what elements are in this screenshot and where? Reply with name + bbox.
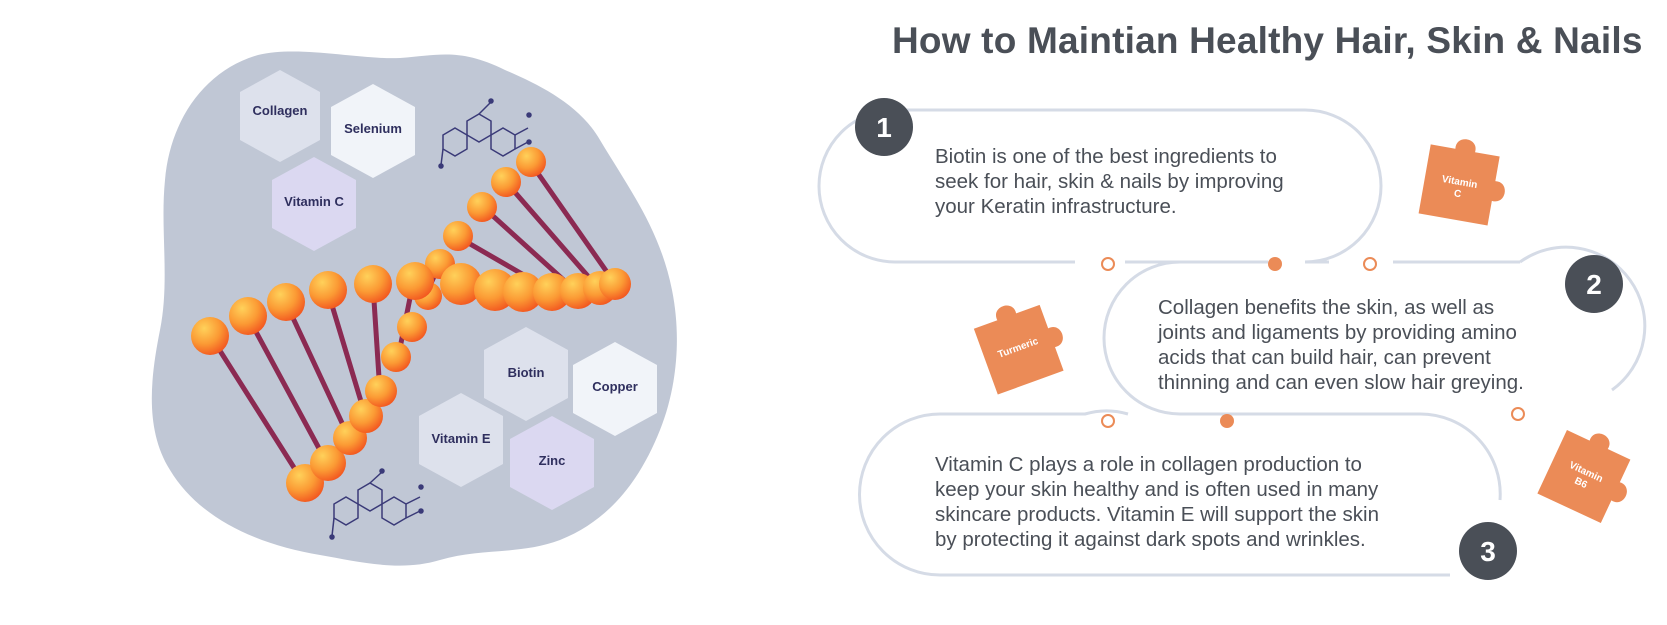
puzzle-piece-icon: Vitamin B6 bbox=[1537, 430, 1631, 524]
step-badge-1: 1 bbox=[855, 98, 913, 156]
hex-selenium: Selenium bbox=[331, 84, 415, 178]
hex-label-selenium: Selenium bbox=[344, 121, 402, 136]
step-3-text: Vitamin C plays a role in collagen produ… bbox=[935, 453, 1379, 551]
puzzle-piece-icon: Turmeric bbox=[973, 304, 1064, 395]
page-title: How to Maintian Healthy Hair, Skin & Nai… bbox=[892, 20, 1643, 61]
hex-label-copper: Copper bbox=[592, 379, 638, 394]
step-number-1: 1 bbox=[876, 112, 892, 143]
hex-label-vitamin-c: Vitamin C bbox=[284, 194, 344, 209]
hex-label-biotin: Biotin bbox=[508, 365, 545, 380]
molecule-icon bbox=[329, 468, 424, 540]
hex-label-zinc: Zinc bbox=[539, 453, 566, 468]
hex-copper: Copper bbox=[573, 342, 657, 436]
step-1-text: Biotin is one of the best ingredients to… bbox=[935, 145, 1284, 218]
puzzle-label-vitamin-c-2: C bbox=[1453, 188, 1462, 200]
puzzle-label-vitamin-b6-2: B6 bbox=[1573, 476, 1590, 492]
connector-dots bbox=[1101, 257, 1525, 428]
step-2-text: Collagen benefits the skin, as well as j… bbox=[1158, 296, 1524, 394]
step-badge-2: 2 bbox=[1565, 255, 1623, 313]
hex-label-collagen: Collagen bbox=[253, 103, 308, 118]
molecule-icon bbox=[438, 98, 532, 169]
step-badge-3: 3 bbox=[1459, 522, 1517, 580]
hex-biotin: Biotin bbox=[484, 327, 568, 421]
hex-collagen: Collagen bbox=[240, 70, 320, 162]
hex-vitamin-e: Vitamin E bbox=[419, 393, 503, 487]
hex-zinc: Zinc bbox=[510, 416, 594, 510]
dna-balls bbox=[191, 147, 631, 502]
hex-vitamin-c: Vitamin C bbox=[272, 157, 356, 251]
step-number-3: 3 bbox=[1480, 536, 1496, 567]
hex-label-vitamin-e: Vitamin E bbox=[431, 431, 490, 446]
step-number-2: 2 bbox=[1586, 269, 1602, 300]
puzzle-piece-icon: Vitamin C bbox=[1418, 139, 1505, 226]
